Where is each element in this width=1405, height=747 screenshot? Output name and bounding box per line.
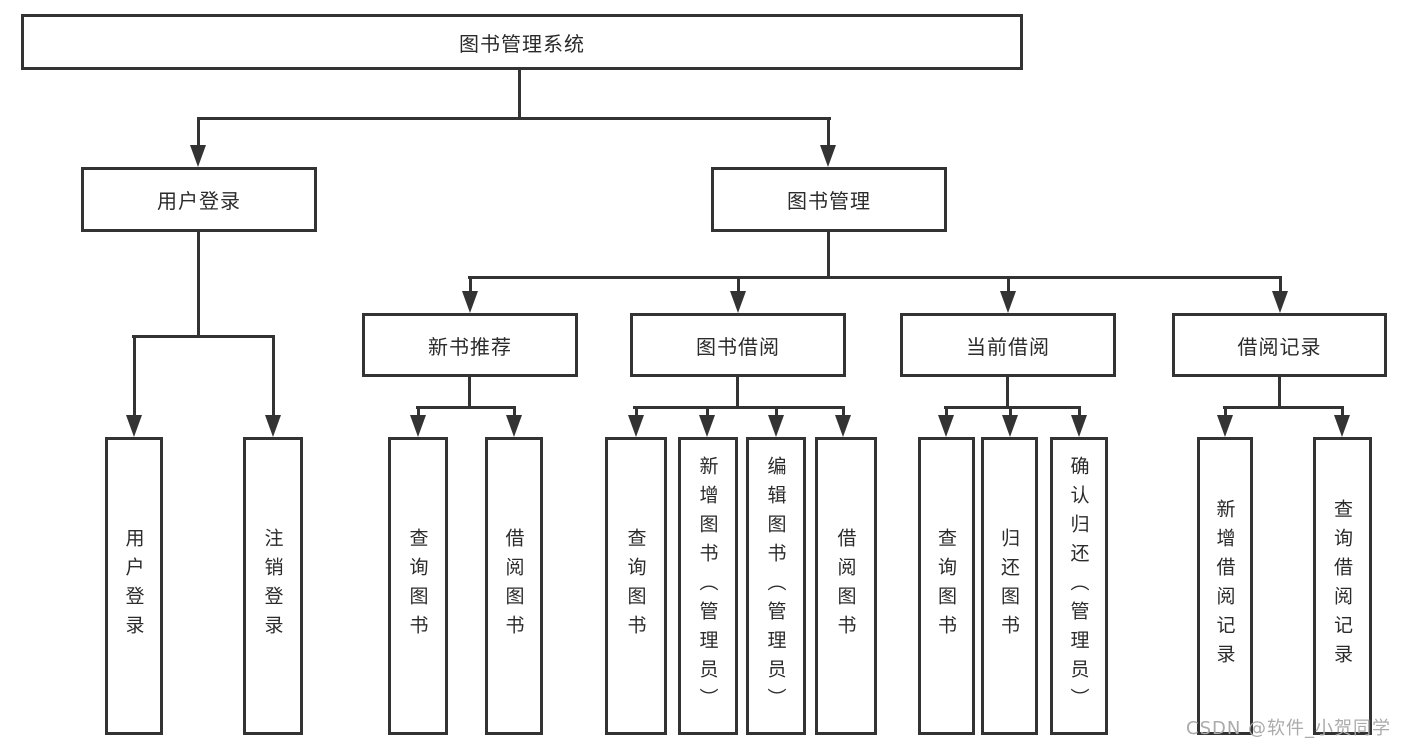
arrow-down-icon <box>835 406 851 437</box>
arrow-down-icon <box>410 406 426 437</box>
arrow-down-icon <box>699 406 715 437</box>
leaf-nbr-query-books: 查询图书 <box>388 437 448 735</box>
node-book-borrow: 图书借阅 <box>630 313 846 377</box>
arrow-down-icon <box>506 406 522 437</box>
arrow-down-icon <box>730 276 746 313</box>
arrow-down-icon <box>265 335 281 437</box>
leaf-logout: 注销登录 <box>243 437 303 735</box>
leaf-cb-query-books: 查询图书 <box>918 437 975 735</box>
arrow-down-icon <box>462 276 478 313</box>
leaf-bb-borrow-books: 借阅图书 <box>815 437 877 735</box>
leaf-bb-add-books-admin: 新增图书（管理员） <box>678 437 738 735</box>
node-user-login: 用户登录 <box>81 167 317 232</box>
connector-bb-stem <box>736 377 739 407</box>
arrow-down-icon <box>628 406 644 437</box>
arrow-down-icon <box>768 406 784 437</box>
arrow-down-icon <box>126 335 142 437</box>
leaf-cb-return-books: 归还图书 <box>981 437 1038 735</box>
connector-cb-stem <box>1006 377 1009 407</box>
connector-user-login-stem <box>197 232 200 335</box>
leaf-user-login: 用户登录 <box>105 437 163 735</box>
leaf-br-query-record: 查询借阅记录 <box>1313 437 1372 735</box>
leaf-nbr-borrow-books: 借阅图书 <box>485 437 543 735</box>
arrow-down-icon <box>190 117 206 167</box>
leaf-bb-edit-books-admin: 编辑图书（管理员） <box>746 437 806 735</box>
arrow-down-icon <box>1272 276 1288 313</box>
connector-nbr-stem <box>468 377 471 407</box>
arrow-down-icon <box>1334 406 1350 437</box>
node-book-management: 图书管理 <box>711 167 947 232</box>
connector-book-mgmt-rail <box>468 276 1282 279</box>
arrow-down-icon <box>1071 406 1087 437</box>
csdn-watermark: CSDN @软件_小贺同学 <box>1186 718 1392 739</box>
connector-bb-rail <box>633 406 844 409</box>
connector-br-stem <box>1278 377 1281 407</box>
arrow-down-icon <box>820 117 836 167</box>
arrow-down-icon <box>1002 406 1018 437</box>
connector-root-rail <box>197 117 831 120</box>
connector-br-rail <box>1223 406 1344 409</box>
node-current-borrow: 当前借阅 <box>900 313 1116 377</box>
leaf-cb-confirm-return-admin: 确认归还（管理员） <box>1050 437 1108 735</box>
connector-user-login-rail <box>132 335 275 338</box>
connector-cb-rail <box>944 406 1081 409</box>
connector-book-mgmt-stem <box>827 232 830 276</box>
connector-root-stem <box>518 70 521 117</box>
node-root-system: 图书管理系统 <box>21 14 1023 70</box>
arrow-down-icon <box>1217 406 1233 437</box>
connector-nbr-rail <box>416 406 516 409</box>
arrow-down-icon <box>938 406 954 437</box>
leaf-br-add-record: 新增借阅记录 <box>1197 437 1253 735</box>
leaf-bb-query-books: 查询图书 <box>605 437 667 735</box>
node-new-book-recommend: 新书推荐 <box>362 313 578 377</box>
node-borrow-records: 借阅记录 <box>1172 313 1387 377</box>
arrow-down-icon <box>1000 276 1016 313</box>
